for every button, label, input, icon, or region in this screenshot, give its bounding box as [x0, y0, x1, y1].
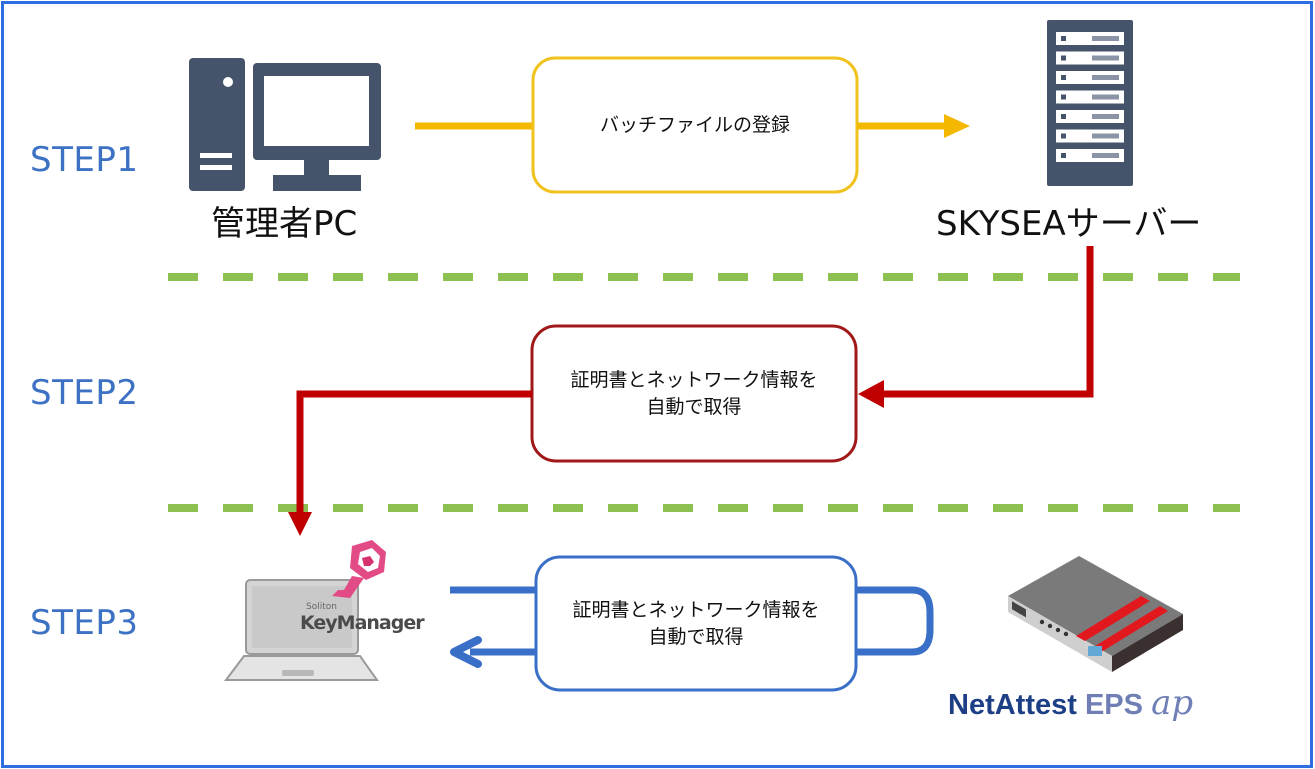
netattest-brand-name: NetAttest	[948, 689, 1077, 721]
server-slot	[1056, 90, 1124, 104]
step2-box-text: 証明書とネットワーク情報を 自動で取得	[532, 326, 856, 461]
server-slot-vent	[1092, 75, 1119, 80]
step2-arrowhead-into-box	[858, 380, 884, 408]
netattest-brand-eps: EPS	[1084, 689, 1143, 721]
step2-arrowhead-down	[288, 512, 312, 536]
step2-box-line2: 自動で取得	[646, 395, 742, 418]
netattest-brand: NetAttest EPS ap	[948, 683, 1193, 723]
netattest-brand-ap: ap	[1151, 683, 1194, 723]
step1-label: STEP1	[30, 140, 139, 180]
server-slot	[1056, 51, 1124, 65]
keymanager-logo-big: KeyManager	[300, 612, 425, 634]
step3-box-text: 証明書とネットワーク情報を 自動で取得	[536, 557, 856, 690]
step1-arrowhead	[944, 114, 970, 138]
server-slot-led	[1061, 75, 1066, 80]
server-slot	[1056, 32, 1124, 45]
keymanager-logo-small: Soliton	[306, 602, 337, 612]
server-slot-vent	[1092, 133, 1119, 139]
step3-process-box	[534, 555, 858, 692]
step2-flow-line-server	[880, 246, 1094, 398]
keymanager-logo: Soliton KeyManager	[300, 602, 425, 634]
step2-flow-line-laptop	[296, 390, 532, 516]
network-appliance-icon	[1008, 556, 1183, 672]
step1-box-line1: バッチファイルの登録	[599, 113, 790, 136]
step3-arrowhead-left	[450, 636, 482, 668]
step3-box-line2: 自動で取得	[648, 625, 744, 648]
server-slot-led	[1061, 55, 1066, 61]
server-slot-led	[1061, 133, 1066, 139]
server-slot-vent	[1092, 153, 1119, 158]
server-slot-vent	[1092, 114, 1119, 119]
step2-box-line1: 証明書とネットワーク情報を	[570, 368, 818, 391]
admin-pc-label: 管理者PC	[211, 204, 358, 244]
server-slot-vent	[1092, 94, 1119, 100]
skysea-server-label: SKYSEAサーバー	[936, 204, 1202, 244]
step3-box-line1: 証明書とネットワーク情報を	[572, 598, 820, 621]
server-slot	[1056, 129, 1124, 143]
server-slot-led	[1061, 36, 1066, 41]
server-slot-led	[1061, 153, 1066, 158]
laptop-keymanager-icon	[224, 540, 386, 681]
desktop-pc-icon	[189, 58, 381, 191]
server-rack-icon	[1047, 20, 1133, 186]
server-slot-led	[1061, 94, 1066, 100]
server-slot	[1056, 110, 1124, 123]
step1-box-text: バッチファイルの登録	[533, 58, 857, 192]
server-slot	[1056, 149, 1124, 162]
server-slot	[1056, 71, 1124, 84]
key-logo-icon	[332, 540, 386, 598]
server-slot-led	[1061, 114, 1066, 119]
step2-label: STEP2	[30, 373, 139, 413]
step3-label: STEP3	[30, 603, 139, 643]
server-slot-vent	[1092, 36, 1119, 41]
server-slot-vent	[1092, 55, 1119, 61]
step3-loop-connector	[856, 586, 934, 656]
